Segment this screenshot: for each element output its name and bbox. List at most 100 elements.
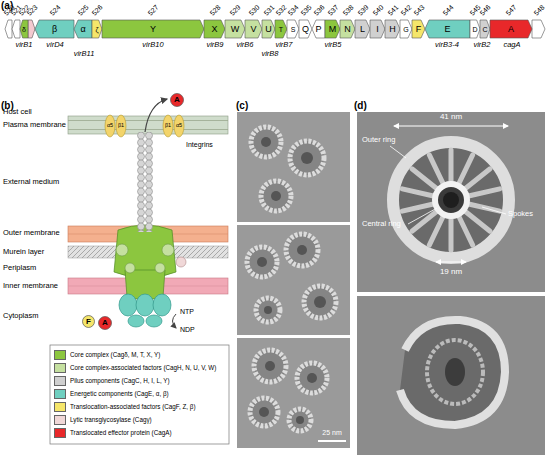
gene-arrow: P — [312, 20, 325, 38]
spoke — [429, 155, 443, 184]
legend-frame — [50, 345, 229, 444]
legend-text: Core complex (Cagδ, M, T, X, Y) — [70, 352, 160, 358]
scale-bar — [318, 441, 346, 442]
gene-arrow: F — [412, 20, 425, 38]
gene-arrow: E — [425, 20, 470, 38]
gene-arrow-blank — [5, 20, 545, 38]
gene-arrow-outline — [480, 20, 490, 38]
gene-letter: D — [472, 26, 477, 33]
legend-row: Translocation-associated factors (CagF, … — [54, 402, 196, 412]
spoke — [449, 218, 454, 250]
text-label: Cytoplasm — [3, 312, 38, 320]
gene-name: virB5 — [324, 41, 341, 49]
gene-arrow: β — [35, 20, 74, 38]
spoke — [469, 189, 500, 196]
spoke — [402, 150, 499, 250]
em-ring-center — [265, 361, 275, 371]
gene-name: virB2 — [473, 41, 490, 49]
legend-row: Core complex-associated factors (CagH, N… — [54, 363, 216, 373]
gene-number: 525 — [76, 3, 89, 16]
protein-letter: F — [86, 318, 91, 326]
gene-arrow-outline — [245, 20, 262, 38]
text-label: 19 nm — [440, 268, 462, 276]
gene-arrow: L — [355, 20, 370, 38]
gene-arrow: W — [225, 20, 245, 38]
gene-arrow-outline — [299, 20, 312, 38]
gene-letter: E — [444, 25, 450, 34]
em-ring-center — [296, 416, 304, 424]
gene-arrow-outline — [312, 20, 325, 38]
text-label: β1 — [165, 123, 171, 129]
protein-circle: A — [98, 316, 112, 330]
text-label: Murein layer — [3, 248, 44, 256]
gene-letter: X — [211, 25, 217, 34]
gene-arrow: δ — [20, 20, 28, 38]
integrin — [163, 115, 173, 137]
text-label: NDP — [180, 326, 195, 333]
pilus — [137, 132, 153, 232]
em-frame — [237, 225, 350, 335]
em-ring — [261, 181, 291, 211]
leader-line — [482, 207, 506, 214]
spoke — [429, 216, 443, 245]
gene-arrow-blank — [28, 20, 35, 38]
central-ring — [443, 192, 459, 208]
translocation-arrow — [173, 314, 177, 328]
pilus — [137, 132, 153, 232]
gene-arrow: U — [262, 20, 275, 38]
legend-text: Translocation-associated factors (CagF, … — [70, 404, 196, 410]
gene-letter: W — [231, 25, 240, 34]
gene-letter: β — [52, 25, 57, 34]
gene-arrow: X — [204, 20, 225, 38]
dimension-arrow — [436, 262, 466, 263]
gene-arrow: N — [340, 20, 355, 38]
em-ring — [250, 398, 278, 426]
text-label: External medium — [3, 178, 59, 186]
gene-arrow-outline — [225, 20, 245, 38]
gene-letter: A — [508, 25, 514, 34]
em-ring — [254, 350, 286, 382]
text-label: Spokes — [508, 210, 533, 218]
em-frame — [237, 338, 350, 448]
em-ring — [286, 234, 318, 266]
legend-swatch — [54, 428, 66, 438]
protein-circle-outline — [171, 94, 184, 107]
legend-swatch — [54, 350, 66, 360]
gene-arrow-outline — [35, 20, 74, 38]
gene-number: 540 — [371, 3, 384, 16]
gene-arrow: Q — [299, 20, 312, 38]
gene-letter: Y — [150, 25, 156, 34]
gene-arrow-blank — [532, 20, 545, 38]
scale-bar — [318, 440, 346, 442]
text-label: Integrins — [186, 141, 213, 148]
gene-arrow: I — [370, 20, 385, 38]
em-ring — [247, 127, 336, 431]
em-ring-center — [314, 296, 326, 308]
gene-letter: M — [329, 25, 337, 34]
gene-arrow-outline — [340, 20, 355, 38]
text-label: Periplasm — [3, 264, 36, 272]
legend-text: Pilus components (CagC, H, I, L, Y) — [70, 378, 170, 384]
outer-ring — [393, 142, 509, 258]
spoke — [402, 189, 433, 196]
spoke — [412, 169, 437, 189]
em-frame — [357, 112, 545, 292]
spoke — [459, 216, 473, 245]
gene-name: virB1 — [15, 41, 32, 49]
gene-arrow-outline — [412, 20, 425, 38]
gene-number: 537 — [326, 3, 339, 16]
gene-arrow-outline — [325, 20, 340, 38]
gene-number: 526 — [90, 3, 103, 16]
gene-name: cagA — [503, 41, 520, 49]
gene-number: 524 — [48, 3, 61, 16]
gene-arrow-outline — [74, 20, 92, 38]
gene-number: 529 — [228, 3, 241, 16]
leader-line — [390, 146, 406, 158]
energetic-component — [153, 294, 171, 316]
em-ring — [304, 286, 336, 318]
panel-letter: (c) — [236, 101, 248, 111]
spoke — [459, 155, 473, 184]
em-ring — [251, 127, 281, 157]
em-ring-center — [257, 257, 267, 267]
legend-swatch — [54, 415, 66, 425]
